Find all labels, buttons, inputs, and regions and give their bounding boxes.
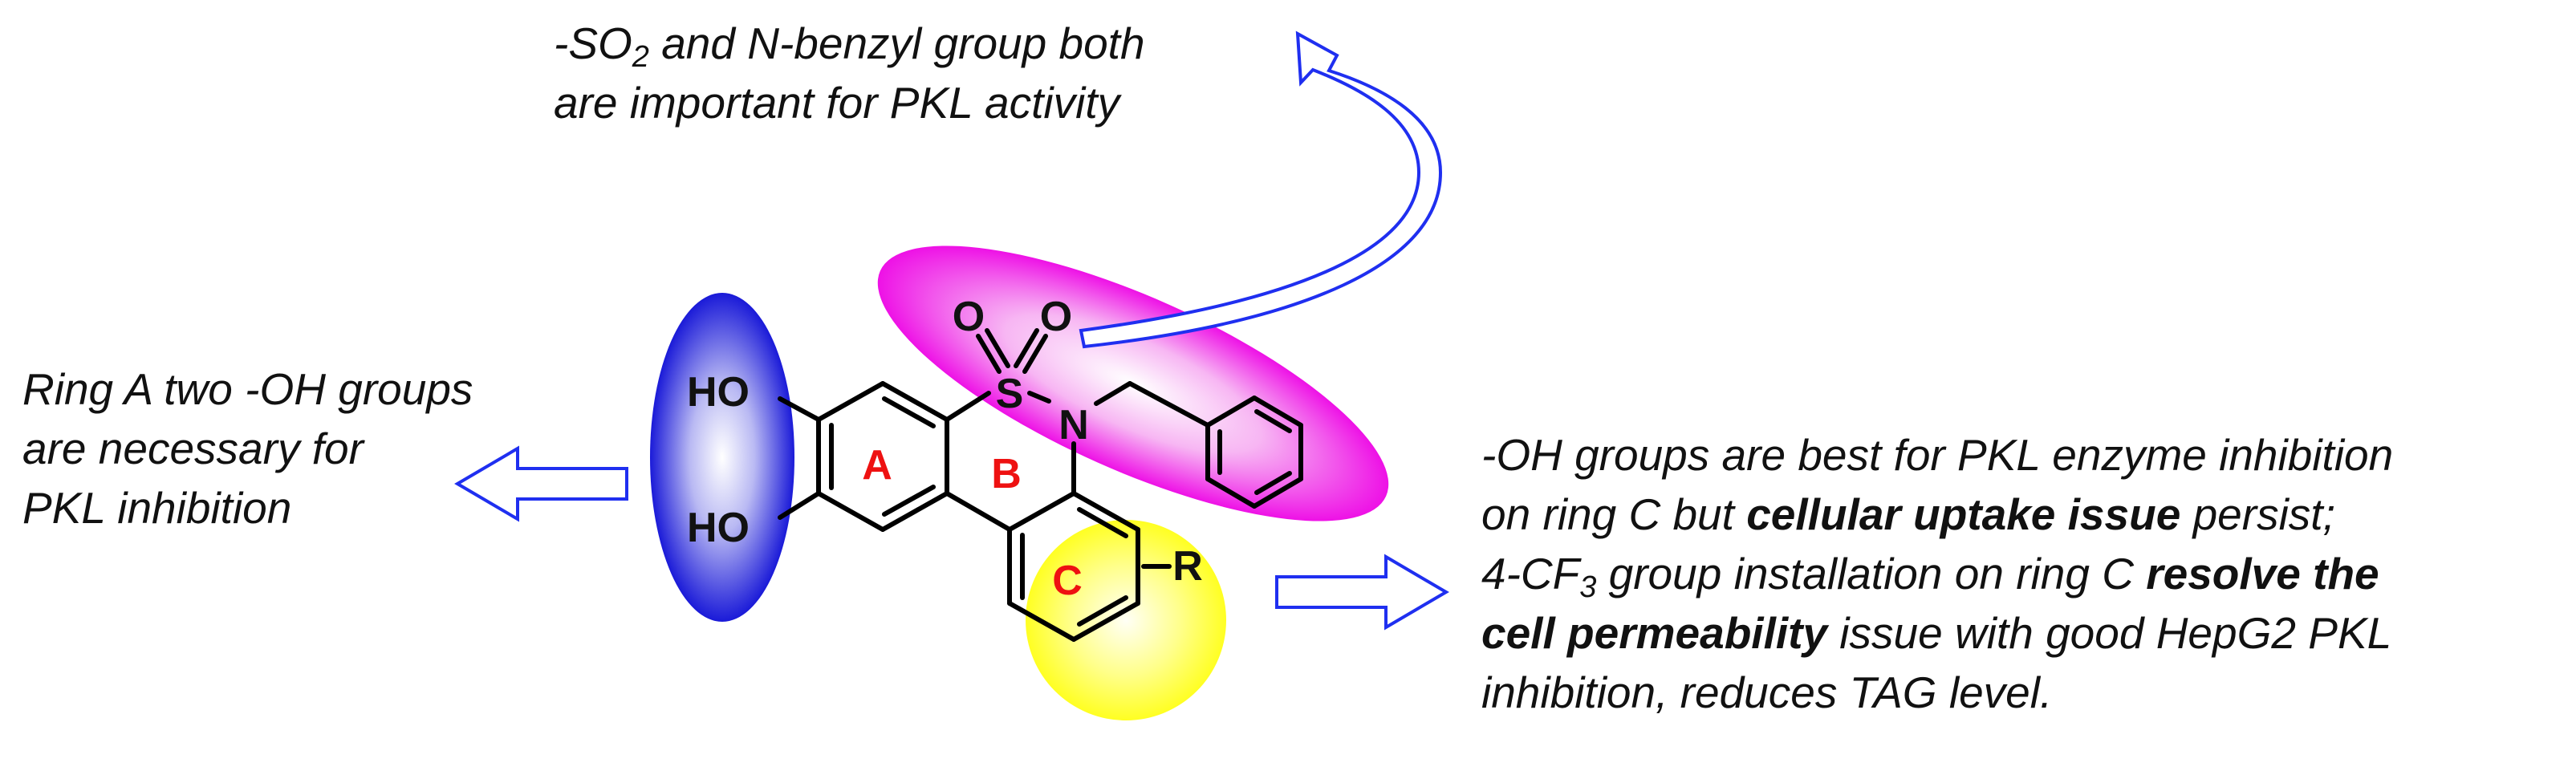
annotation-left-line-3: PKL inhibition bbox=[22, 483, 292, 533]
annotation-right-line-4: cell permeability issue with good HepG2 … bbox=[1481, 608, 2392, 658]
ring-a-label: A bbox=[862, 442, 892, 489]
annotation-right-line-3: 4-CF3 group installation on ring C resol… bbox=[1481, 549, 2379, 604]
hydroxyl-top-label: HO bbox=[687, 369, 750, 416]
annotation-ring-c: -OH groups are best for PKL enzyme inhib… bbox=[1481, 425, 2393, 722]
annotation-sulfonyl-benzyl: -SO2 and N-benzyl group both are importa… bbox=[554, 14, 1145, 132]
oxygen-left-label: O bbox=[953, 294, 985, 340]
right-arrow-icon bbox=[1275, 554, 1449, 631]
nitrogen-label: N bbox=[1058, 402, 1089, 448]
molecule-bonds bbox=[778, 328, 1303, 642]
sulfur-label: S bbox=[996, 371, 1024, 417]
annotation-right-line-1: -OH groups are best for PKL enzyme inhib… bbox=[1481, 430, 2394, 480]
ring-c-highlight bbox=[1026, 520, 1226, 720]
annotation-top-line-2: are important for PKL activity bbox=[554, 78, 1120, 128]
ring-c-label: C bbox=[1052, 558, 1083, 604]
oxygen-right-label: O bbox=[1040, 294, 1072, 340]
annotation-left-line-2: are necessary for bbox=[22, 424, 364, 473]
left-arrow-icon bbox=[454, 445, 628, 522]
annotation-right-line-5: inhibition, reduces TAG level. bbox=[1481, 667, 2053, 717]
ring-a-highlight bbox=[650, 293, 794, 622]
annotation-top-line-1: -SO2 and N-benzyl group both bbox=[554, 18, 1145, 74]
annotation-right-line-2: on ring C but cellular uptake issue pers… bbox=[1481, 489, 2335, 539]
ring-b-label: B bbox=[991, 451, 1022, 497]
annotation-left-line-1: Ring A two -OH groups bbox=[22, 364, 473, 414]
hydroxyl-bottom-label: HO bbox=[687, 505, 750, 551]
curved-arrow-icon bbox=[1079, 30, 1443, 349]
annotation-ring-a: Ring A two -OH groups are necessary for … bbox=[22, 359, 473, 538]
r-group-label: R bbox=[1172, 543, 1203, 590]
